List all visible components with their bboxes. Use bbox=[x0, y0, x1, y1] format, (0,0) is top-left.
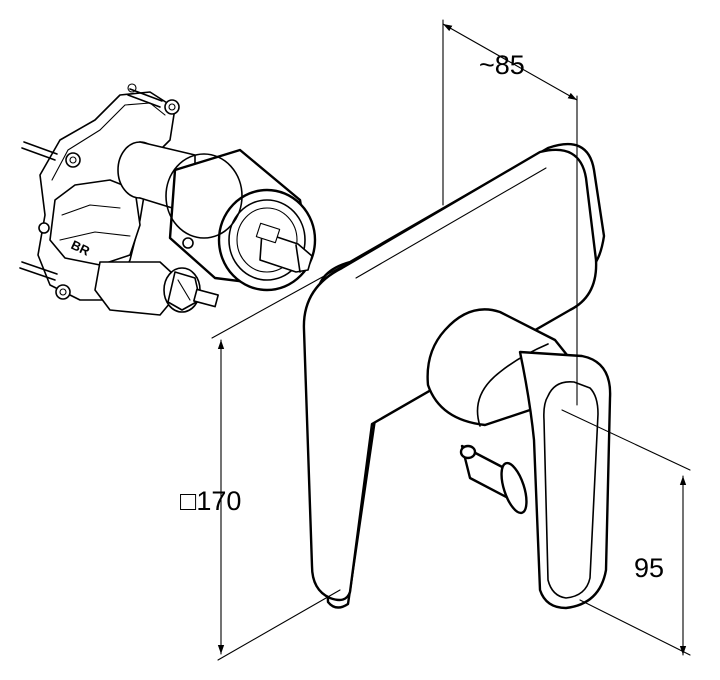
plate-size-label: 170 bbox=[196, 486, 241, 516]
dimension-depth bbox=[442, 19, 578, 406]
mounting-stud-bottom-left bbox=[19, 261, 71, 300]
concealed-valve-body: BR bbox=[19, 83, 317, 316]
dimension-lever-offset bbox=[561, 409, 691, 656]
mounting-stud-top-right bbox=[127, 83, 180, 115]
mounting-stud-top-left bbox=[21, 141, 81, 168]
lever-offset-label: 95 bbox=[634, 553, 664, 583]
svg-text:BR: BR bbox=[69, 237, 93, 259]
inlet-spindle bbox=[94, 261, 219, 316]
mixer-lever bbox=[426, 308, 612, 610]
svg-text:□170: □170 bbox=[180, 486, 241, 516]
square-symbol: □ bbox=[180, 486, 197, 516]
dimension-plate-size bbox=[211, 263, 347, 661]
cartridge-cylinder bbox=[165, 148, 317, 292]
depth-label: ~85 bbox=[479, 50, 525, 80]
diverter-knob bbox=[459, 444, 528, 515]
